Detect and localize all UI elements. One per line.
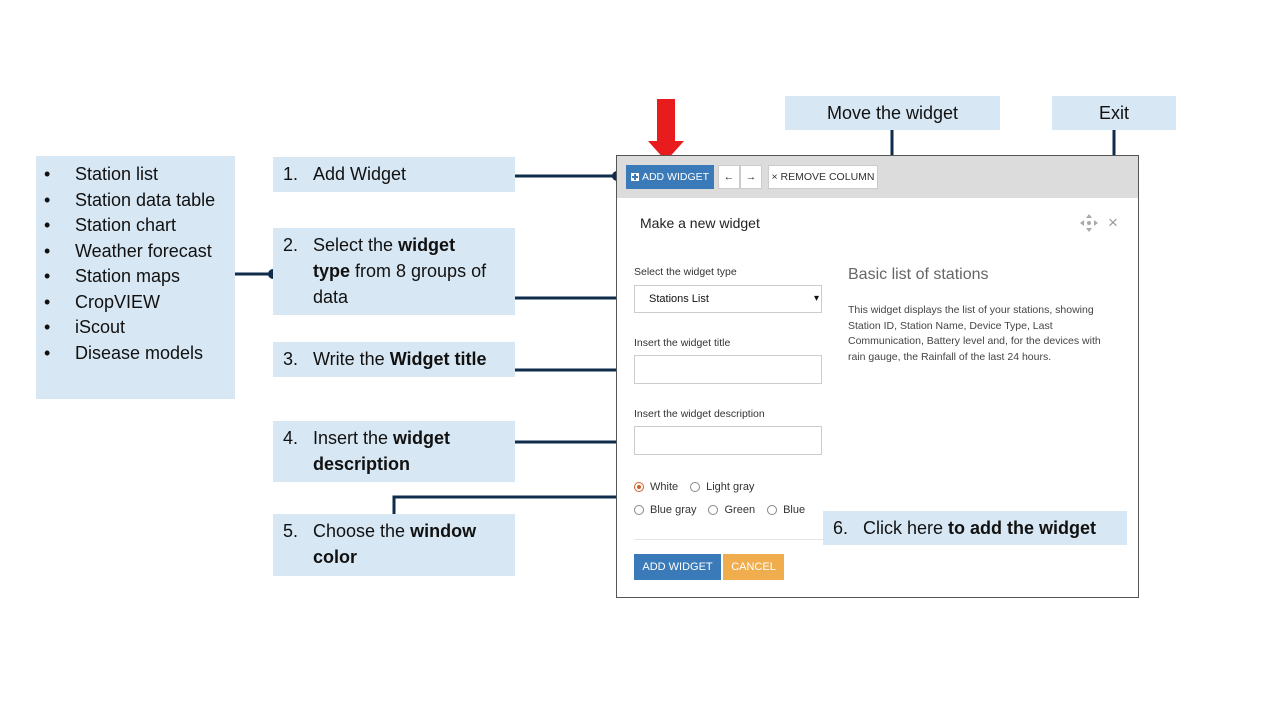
radio-icon <box>690 482 701 492</box>
exit-callout: Exit <box>1052 96 1176 130</box>
widget-group-item: Weather forecast <box>36 239 229 265</box>
color-options-row-1: White Light gray <box>634 481 766 493</box>
dialog-title: Make a new widget <box>640 215 760 231</box>
add-widget-button[interactable]: ADD WIDGET <box>634 554 721 580</box>
move-right-button[interactable]: → <box>740 165 762 189</box>
color-option-blue[interactable]: Blue <box>767 504 805 516</box>
red-down-arrow-icon <box>648 99 684 161</box>
cancel-button[interactable]: CANCEL <box>723 554 784 580</box>
toolbar: ADD WIDGET ← → × REMOVE COLUMN <box>617 156 1138 198</box>
move-callout: Move the widget <box>785 96 1000 130</box>
step4-callout: 4.Insert the widget description <box>273 421 515 482</box>
remove-column-button[interactable]: × REMOVE COLUMN <box>768 165 878 189</box>
radio-icon <box>708 505 719 515</box>
widget-description-input[interactable] <box>634 426 822 455</box>
widget-type-value: Stations List <box>649 293 709 305</box>
widget-group-item: Station maps <box>36 264 229 290</box>
arrow-left-icon: ← <box>723 171 735 183</box>
widget-info-description: This widget displays the list of your st… <box>848 304 1101 363</box>
widget-description-label: Insert the widget description <box>634 408 765 420</box>
widget-group-item: Station data table <box>36 188 229 214</box>
plus-square-icon <box>630 173 639 181</box>
widget-info-title: Basic list of stations <box>848 266 989 283</box>
widget-group-item: Disease models <box>36 341 229 367</box>
widget-group-item: Station chart <box>36 213 229 239</box>
radio-icon <box>634 505 644 515</box>
step1-callout: 1.Add Widget <box>273 157 515 192</box>
move-icon[interactable] <box>1080 214 1098 232</box>
step5-callout: 5.Choose the window color <box>273 514 515 576</box>
color-option-white[interactable]: White <box>634 481 678 493</box>
color-option-green[interactable]: Green <box>708 504 755 516</box>
widget-type-select[interactable]: Stations List ▾ <box>634 285 822 313</box>
arrow-right-icon: → <box>745 171 757 183</box>
widget-group-item: Station list <box>36 162 229 188</box>
widget-title-label: Insert the widget title <box>634 337 731 349</box>
color-option-light-gray[interactable]: Light gray <box>690 481 754 493</box>
move-left-button[interactable]: ← <box>718 165 740 189</box>
color-option-blue-gray[interactable]: Blue gray <box>634 504 696 516</box>
toolbar-add-widget-label: ADD WIDGET <box>641 171 710 183</box>
radio-icon <box>767 505 778 515</box>
caret-down-icon: ▾ <box>813 293 819 304</box>
step3-callout: 3.Write the Widget title <box>273 342 515 377</box>
color-options-row-2: Blue gray Green Blue <box>634 504 817 516</box>
widget-title-input[interactable] <box>634 355 822 384</box>
remove-column-label: × REMOVE COLUMN <box>771 171 875 183</box>
step6-callout: 6.Click here to add the widget <box>823 511 1127 545</box>
widget-group-item: iScout <box>36 315 229 341</box>
close-icon[interactable]: × <box>1108 213 1118 232</box>
toolbar-add-widget-button[interactable]: ADD WIDGET <box>626 165 714 189</box>
radio-icon <box>634 482 644 492</box>
widget-group-item: CropVIEW <box>36 290 229 316</box>
widget-groups-list: Station listStation data tableStation ch… <box>36 156 235 399</box>
step2-callout: 2.Select the widget type from 8 groups o… <box>273 228 515 315</box>
widget-type-label: Select the widget type <box>634 266 737 278</box>
